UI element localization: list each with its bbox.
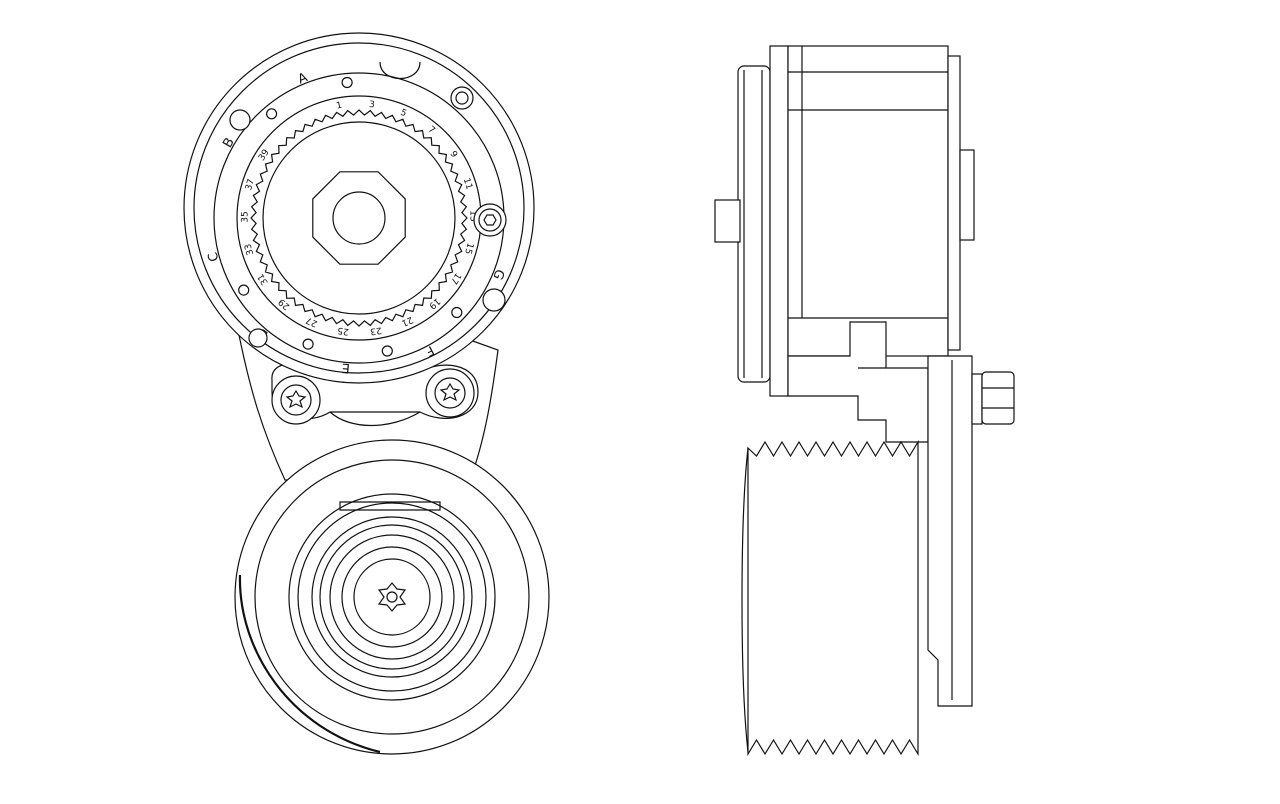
- back-boss: [959, 149, 975, 241]
- tensioner-arm-side: [927, 355, 973, 707]
- housing-body: [787, 45, 949, 357]
- rim-screw: [229, 109, 251, 131]
- ring-hole: [238, 284, 250, 296]
- ring-hole: [302, 338, 314, 350]
- center-bore: [332, 191, 386, 245]
- scale-number: 11: [461, 177, 474, 191]
- scale-number: 23: [369, 324, 382, 336]
- hex-socket-screw: [473, 203, 507, 237]
- scale-number: 13: [467, 210, 477, 222]
- housing-rim: [193, 42, 525, 374]
- side-view: [714, 45, 1015, 757]
- shaft-stub: [714, 199, 741, 243]
- scale-number: 35: [240, 211, 250, 223]
- scale-number: 7: [426, 125, 437, 136]
- mount-screw-left: [271, 375, 321, 425]
- scale-number: 25: [337, 325, 350, 336]
- ring-hole: [381, 345, 393, 357]
- arm-contour: [329, 411, 421, 426]
- mount-screw-right: [425, 368, 475, 418]
- rim-screw: [248, 328, 268, 348]
- scale-number: 27: [305, 314, 320, 328]
- idler-pulley: [234, 439, 550, 755]
- cover-plate: [737, 65, 771, 383]
- ring-hole: [341, 76, 353, 89]
- grooved-pulley-side: [747, 439, 919, 757]
- scale-number: 33: [243, 242, 256, 256]
- rim-screw: [450, 86, 474, 110]
- housing-back: [947, 55, 961, 351]
- dial-inner-ring: [262, 121, 456, 315]
- scale-number: 3: [368, 100, 375, 111]
- rim-screw-head: [455, 91, 469, 105]
- position-letter: C: [206, 250, 223, 263]
- ring-hole: [266, 108, 278, 120]
- ring-hole: [451, 306, 463, 319]
- position-letter: E: [341, 360, 350, 376]
- scale-number: 1: [336, 101, 343, 112]
- housing-flange: [769, 45, 789, 397]
- scale-number: 9: [447, 149, 459, 160]
- bolt-washer: [971, 373, 983, 425]
- scale-number: 21: [400, 314, 415, 328]
- rim-screw: [482, 288, 506, 312]
- scale-number: 37: [244, 178, 257, 192]
- scale-number: 15: [462, 242, 475, 256]
- scale-number: 5: [399, 108, 408, 119]
- bolt-head: [981, 371, 1015, 425]
- torx-socket-icon: [377, 582, 407, 612]
